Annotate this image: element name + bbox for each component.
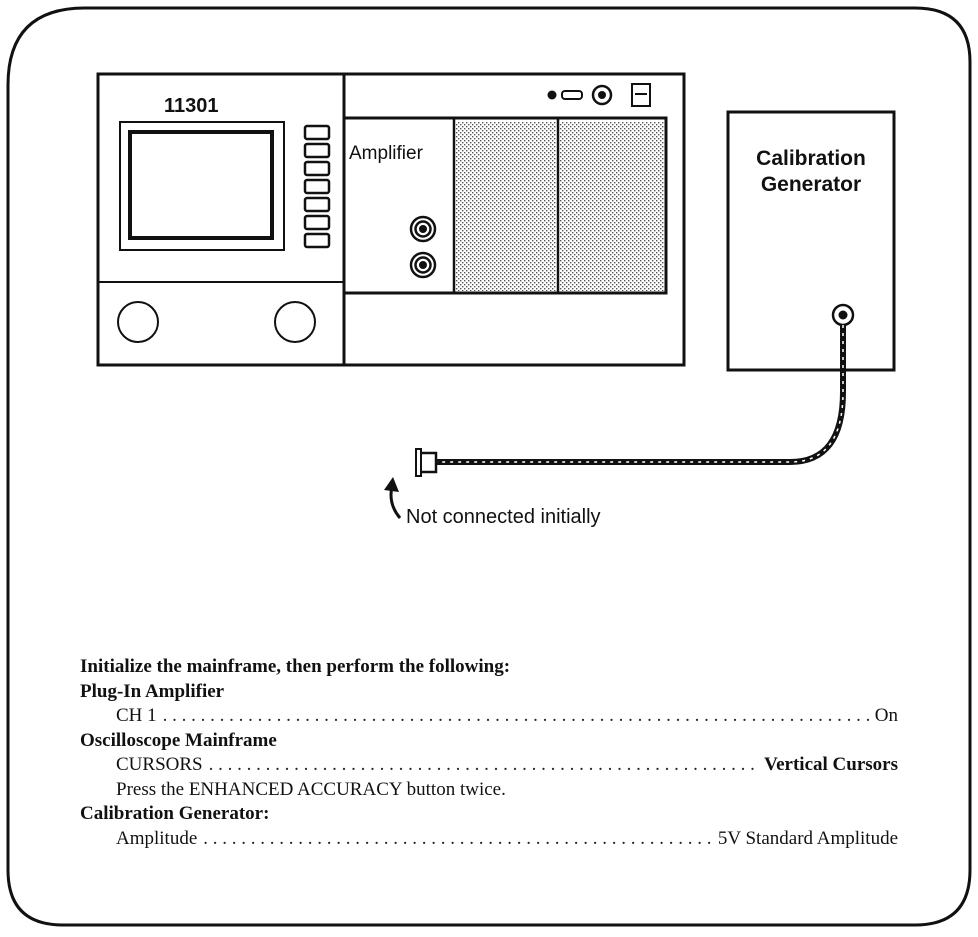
amplifier-label: Amplifier — [349, 143, 424, 164]
dot-leader — [203, 827, 712, 852]
bnc-cable — [415, 325, 846, 477]
setting-value: Vertical Cursors — [764, 754, 898, 775]
instructions-block: Initialize the mainframe, then perform t… — [80, 655, 898, 851]
setting-row-ch1: CH 1 On — [80, 704, 898, 729]
annotation-arrow — [384, 477, 402, 519]
calibrator-output-inner — [838, 310, 848, 320]
crt-screen — [128, 130, 274, 240]
side-menu-buttons — [303, 124, 331, 249]
calibrator-connector-inner — [598, 91, 606, 99]
empty-slot-right — [560, 122, 664, 291]
oscilloscope-mainframe: 11301 — [96, 72, 686, 367]
calibration-generator: Calibration Generator — [726, 110, 896, 372]
setting-name: CH 1 — [116, 705, 157, 726]
slot-indicator — [561, 90, 583, 100]
intro-line: Initialize the mainframe, then perform t… — [80, 656, 511, 677]
page-border — [6, 6, 972, 927]
ch1-input-center — [419, 225, 427, 233]
left-knob — [117, 301, 159, 343]
section-heading-calibrator: Calibration Generator: — [80, 803, 270, 824]
empty-slot-middle — [456, 122, 556, 291]
setting-value: 5V Standard Amplitude — [717, 827, 898, 849]
dot-leader — [209, 753, 759, 778]
setting-value: On — [874, 705, 898, 726]
cable-connector — [418, 451, 438, 474]
setting-row-amplitude: Amplitude 5V Standard Amplitude — [80, 827, 898, 852]
section-heading-plugin: Plug-In Amplifier — [80, 680, 225, 702]
enhanced-accuracy-note: Press the ENHANCED ACCURACY button twice… — [116, 778, 506, 800]
setting-name: CURSORS — [116, 754, 203, 775]
mainframe-model-label: 11301 — [164, 95, 219, 117]
calibrator-label-line1: Calibration — [756, 147, 866, 170]
setting-row-cursors: CURSORS Vertical Cursors — [80, 753, 898, 778]
dot-leader — [163, 704, 869, 729]
right-knob — [274, 301, 316, 343]
not-connected-annotation: Not connected initially — [406, 506, 601, 528]
indicator-dot — [547, 90, 557, 100]
section-heading-mainframe: Oscilloscope Mainframe — [80, 729, 277, 751]
calibrator-label-line2: Generator — [761, 173, 861, 196]
setting-name: Amplitude — [116, 827, 198, 849]
ch2-input-center — [419, 261, 427, 269]
